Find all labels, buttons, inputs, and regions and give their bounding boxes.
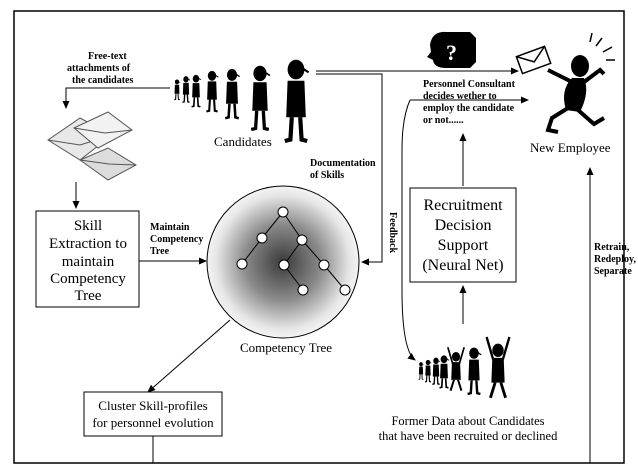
competency-tree-label: Competency Tree [240, 340, 332, 355]
consultant-label-4: or not...... [423, 115, 464, 126]
arrow-cluster-to-new-employee [152, 167, 594, 464]
recruitment-text-3: Support [438, 237, 489, 254]
recruitment-decision-box [409, 187, 517, 283]
envelope-stack-icon [47, 111, 138, 181]
maintain-label-3: Tree [150, 246, 170, 257]
skill-box-text-5: Tree [75, 288, 102, 304]
arrow-candidates-to-tree [316, 73, 383, 266]
arrow-feedback [401, 99, 416, 361]
documentation-label-2: of Skills [310, 170, 344, 181]
consultant-label-3: employ the candidate [423, 103, 515, 114]
maintain-label-1: Maintain [150, 222, 190, 233]
former-candidates-figures-icon [418, 335, 511, 400]
candidates-label: Candidates [214, 134, 272, 149]
recruitment-text-2: Decision [435, 217, 492, 234]
documentation-label-1: Documentation [310, 158, 376, 169]
retrain-label: Retrain, [594, 242, 630, 253]
arrow-tree-to-cluster [147, 319, 231, 393]
skill-box-text-3: maintain [62, 254, 115, 270]
free-text-label-2: attachments of [67, 63, 131, 74]
skill-box-text-1: Skill [74, 218, 102, 234]
cluster-skill-profiles-box [83, 391, 223, 437]
skill-extraction-box [35, 210, 140, 308]
recruitment-text-1: Recruitment [423, 197, 503, 214]
new-employee-label: New Employee [530, 140, 611, 155]
jumping-person-with-letter-icon [515, 32, 615, 134]
arrow-candidates-to-attachments [62, 87, 170, 109]
candidates-figures-icon [173, 60, 308, 141]
separate-label: Separate [594, 266, 632, 277]
cluster-text-1: Cluster Skill-profiles [98, 398, 207, 413]
question-mark-head-icon: ? [427, 31, 476, 68]
former-data-label-1: Former Data about Candidates [391, 414, 544, 428]
consultant-label-2: decides wether to [423, 91, 497, 102]
recruitment-text-4: (Neural Net) [422, 257, 503, 274]
maintain-label-2: Competency [150, 234, 203, 245]
redeploy-label: Redeploy, [594, 254, 636, 265]
consultant-label-1: Personnel Consultant [423, 79, 516, 90]
question-mark-glyph: ? [446, 40, 457, 65]
skill-box-text-4: Competency [50, 271, 126, 287]
cluster-text-2: for personnel evolution [92, 415, 214, 430]
feedback-label: Feedback [387, 212, 398, 254]
free-text-label-3: the candidates [72, 75, 134, 86]
free-text-label-1: Free-text [88, 51, 127, 62]
former-data-label-2: that have been recruited or declined [379, 429, 558, 443]
tree-graph-icon [236, 206, 351, 296]
skill-box-text-2: Extraction to [49, 236, 127, 252]
